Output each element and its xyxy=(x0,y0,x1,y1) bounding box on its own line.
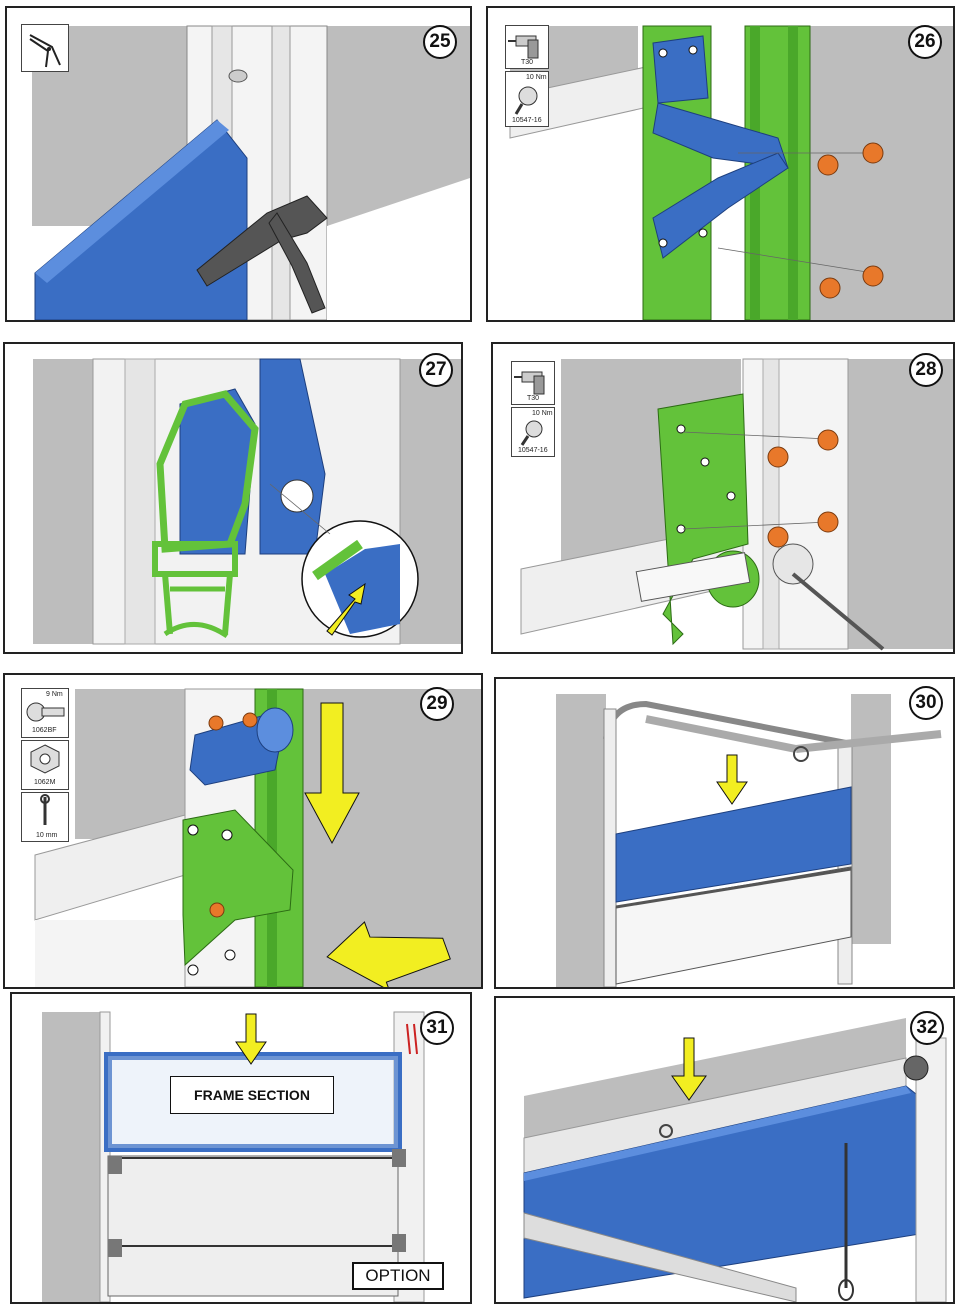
step-number: 29 xyxy=(420,687,454,721)
option-label: OPTION xyxy=(352,1262,444,1290)
illustration-25 xyxy=(7,8,470,320)
panel-step-29: 29 9 Nm 1062BF 1062M 10 mm xyxy=(3,673,483,989)
nut-icon xyxy=(30,744,60,774)
illustration-31 xyxy=(12,994,470,1302)
panel-step-27: 27 xyxy=(3,342,463,654)
illustration-29 xyxy=(5,675,481,987)
screw-label: 10547-16 xyxy=(518,447,548,454)
panel-step-25: 25 xyxy=(5,6,472,322)
panel-step-31: 31 FRAME SECTION OPTION xyxy=(10,992,472,1304)
step-number: 32 xyxy=(910,1011,944,1045)
illustration-28 xyxy=(493,344,953,652)
step-number: 27 xyxy=(419,353,453,387)
drill-icon xyxy=(508,35,539,59)
frame-section-label: FRAME SECTION xyxy=(170,1076,334,1114)
step-number: 31 xyxy=(420,1011,454,1045)
tool-box xyxy=(21,24,69,72)
illustration-32 xyxy=(496,998,953,1302)
screw-icon xyxy=(514,86,538,115)
drill-icon xyxy=(514,371,545,395)
screw-box: 10 Nm 10547-16 xyxy=(505,71,549,127)
torque-label: 9 Nm xyxy=(46,691,63,698)
torque-label: 10 Nm xyxy=(526,74,547,81)
illustration-27 xyxy=(5,344,461,652)
step-number: 25 xyxy=(423,25,457,59)
panel-step-28: 28 T30 10 Nm 10547-16 xyxy=(491,342,955,654)
nut-label: 1062M xyxy=(34,779,56,786)
screw-label: 10547-16 xyxy=(512,117,542,124)
screw-icon xyxy=(520,420,543,446)
torque-label: 10 Nm xyxy=(532,410,553,417)
nut-box: 1062M xyxy=(21,740,69,790)
step-number: 30 xyxy=(909,686,943,720)
illustration-30 xyxy=(496,679,953,987)
step-number: 26 xyxy=(908,25,942,59)
drill-bit-box: T30 xyxy=(505,25,549,69)
bolt-icon xyxy=(26,702,65,722)
screw-box: 10 Nm 10547-16 xyxy=(511,407,555,457)
panel-step-32: 32 xyxy=(494,996,955,1304)
illustration-26 xyxy=(488,8,953,320)
wrench-box: 10 mm xyxy=(21,792,69,842)
drill-bit-box: T30 xyxy=(511,361,555,405)
bolt-box: 9 Nm 1062BF xyxy=(21,688,69,738)
pliers-icon xyxy=(29,34,61,68)
bolt-label: 1062BF xyxy=(32,727,57,734)
wrench-label: 10 mm xyxy=(36,832,58,839)
panel-step-26: 26 T30 10 Nm 10547-16 xyxy=(486,6,955,322)
panel-step-30: 30 xyxy=(494,677,955,989)
bit-label: T30 xyxy=(527,395,540,402)
bit-label: T30 xyxy=(521,59,534,66)
step-number: 28 xyxy=(909,353,943,387)
wrench-icon xyxy=(40,794,50,825)
